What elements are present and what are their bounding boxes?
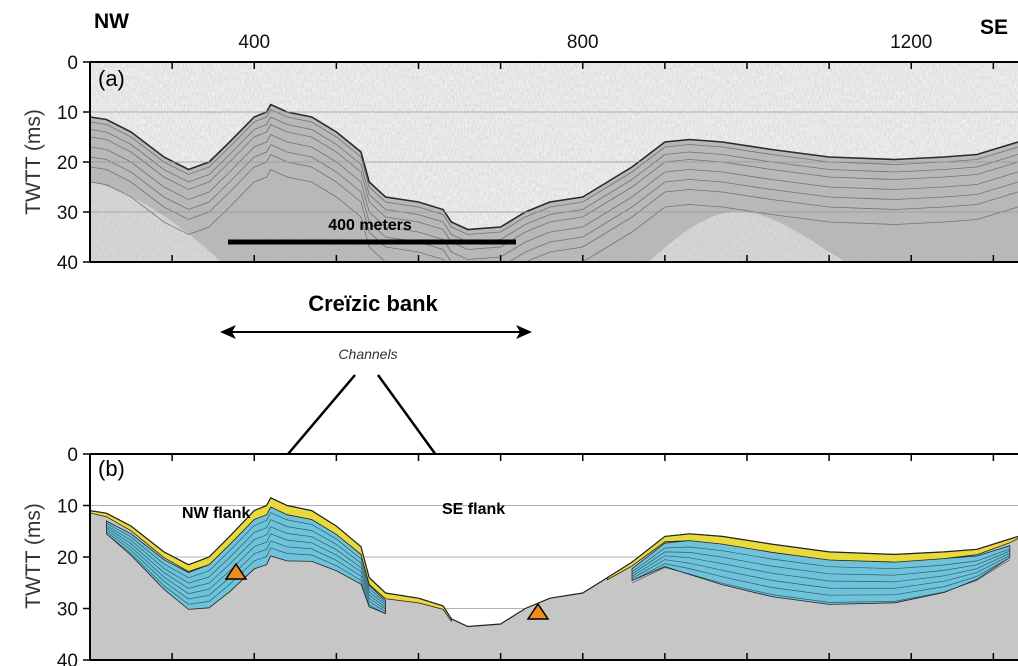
layer-line [631,550,1010,576]
panel-b-y-axis-label: TWTT (ms) [22,503,45,609]
panel-b-label: (b) [98,456,125,481]
x-tick-labels: 400 800 1200 [238,32,932,53]
y-tick-label: 10 [57,103,78,124]
bank-extent-arrow [220,325,532,339]
x-tick-label-400: 400 [238,32,270,53]
y-tick-label: 30 [57,203,78,224]
layer-line [631,559,1010,603]
reflector-line [90,168,1018,262]
panel-a-y-axis-label: TWTT (ms) [22,109,45,215]
nw-flank-label: NW flank [182,505,251,522]
panel-a-gridlines [90,111,1018,213]
y-tick-label: 0 [67,445,78,466]
reflector-line [90,153,1018,262]
seabed-profile-line [90,497,1018,628]
panel-b-y-ticks: 0 10 20 30 40 [57,445,90,666]
reflector-line [90,123,1018,250]
layer-line [106,519,386,606]
layer-line [106,531,386,612]
nw-flank-marker [224,562,248,580]
layer-line [631,546,1010,573]
panel-b-interpreted-profile: 0 10 20 30 40 (b) NW flank SE flank [57,445,1018,666]
reflector-line [90,108,1018,235]
y-tick-label: 40 [57,651,78,666]
se-direction-label: SE [980,16,1008,39]
reflector-line [90,116,1018,243]
se-flank-label: SE flank [442,501,505,518]
y-tick-label: 10 [57,497,78,518]
layer-line [106,533,386,615]
layer-line [106,526,386,608]
x-tick-label-800: 800 [567,32,599,53]
x-tick-label-1200: 1200 [890,32,932,53]
y-tick-label: 20 [57,153,78,174]
internal-layering [106,512,1010,615]
scale-bar-label: 400 meters [328,217,412,234]
layer-line [106,512,386,604]
nw-direction-label: NW [94,10,129,33]
reflector-line [90,103,1018,231]
bank-title: Creïzic bank [308,291,438,316]
y-tick-label: 0 [67,53,78,74]
reflector-line [90,143,1018,262]
channels-label: Channels [338,346,397,362]
se-flank-marker [526,602,550,620]
panel-a-x-ticks [171,62,995,262]
layer-line [631,555,1010,589]
panel-a-label: (a) [98,66,125,91]
layer-line [106,529,386,610]
panel-a-seismic-profile: 0 10 20 30 40 (a) 400 meters [57,53,1018,274]
layer-line [631,552,1010,583]
y-tick-label: 20 [57,548,78,569]
reflector-lines [90,103,1018,262]
panel-a-y-ticks: 0 10 20 30 40 [57,53,90,274]
y-tick-label: 30 [57,600,78,621]
panel-b-x-ticks [171,454,995,660]
y-tick-label: 40 [57,253,78,274]
layer-line [631,557,1010,596]
reflector-line [90,133,1018,260]
